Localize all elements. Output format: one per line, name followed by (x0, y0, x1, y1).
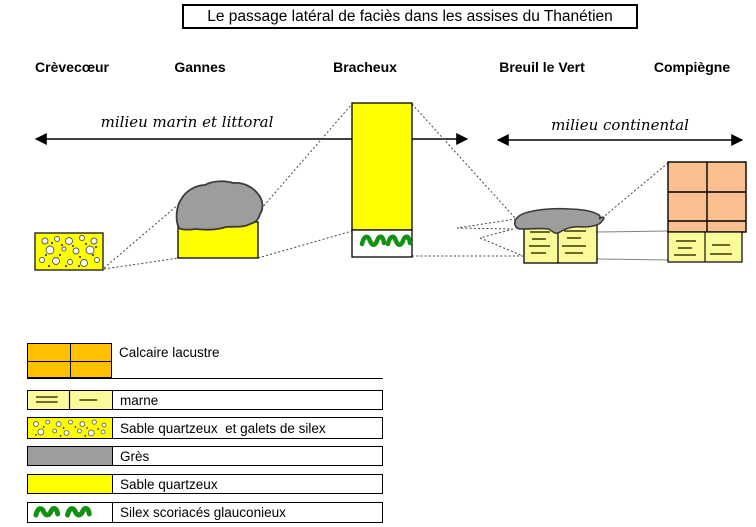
legend-label: Sable quartzeux et galets de silex (120, 420, 326, 436)
silex-swatch (28, 503, 113, 522)
legend-row-gres: Grès (27, 446, 383, 466)
location-label-compiegne: Compiègne (653, 59, 731, 75)
gannes-column (175, 180, 264, 259)
bracheux-column (351, 102, 413, 258)
sable-galets-swatch (28, 418, 113, 438)
stratigraphic-diagram (34, 102, 747, 271)
legend-label: Sable quartzeux (120, 476, 218, 492)
calcaire-lacustre-swatch (27, 343, 112, 378)
breuil-le-vert-column (513, 207, 605, 264)
compiegne-marne-dashes (674, 240, 732, 256)
location-label-crevecoeur: Crèvecœur (35, 59, 109, 75)
breuil-compiegne-links (596, 230, 669, 261)
marine-environment-label: milieu marin et littoral (100, 113, 274, 131)
legend-label: Calcaire lacustre (119, 345, 220, 360)
gannes-gres-cap (175, 180, 264, 231)
compiegne-column (667, 161, 747, 263)
continental-environment-label: milieu continental (551, 116, 689, 134)
legend-label: marne (120, 392, 159, 408)
location-label-breuil-le-vert: Breuil le Vert (499, 59, 585, 75)
correlation-lines (103, 103, 669, 270)
legend-row-silex: Silex scoriacés glauconieux (27, 502, 383, 523)
legend-row-marne: marne (27, 390, 383, 410)
legend-label: Silex scoriacés glauconieux (120, 505, 286, 520)
bracheux-silex-squiggles (359, 234, 413, 247)
breuil-marne-dashes (529, 230, 586, 254)
legend-label: Grès (120, 448, 150, 464)
marne-swatch (28, 391, 113, 409)
location-label-gannes: Gannes (174, 59, 226, 75)
legend-row-sable-quartzeux: Sable quartzeux (27, 474, 383, 494)
location-label-bracheux: Bracheux (333, 59, 397, 75)
page-title: Le passage latéral de faciès dans les as… (182, 4, 638, 29)
breuil-gres-cap (513, 207, 605, 235)
crevecoeur-column (34, 232, 104, 271)
gres-swatch (28, 447, 113, 465)
sable-quartzeux-swatch (28, 475, 113, 493)
legend-row-sable-galets: Sable quartzeux et galets de silex (27, 417, 383, 439)
legend-row-calcaire-lacustre: Calcaire lacustre (27, 343, 383, 379)
